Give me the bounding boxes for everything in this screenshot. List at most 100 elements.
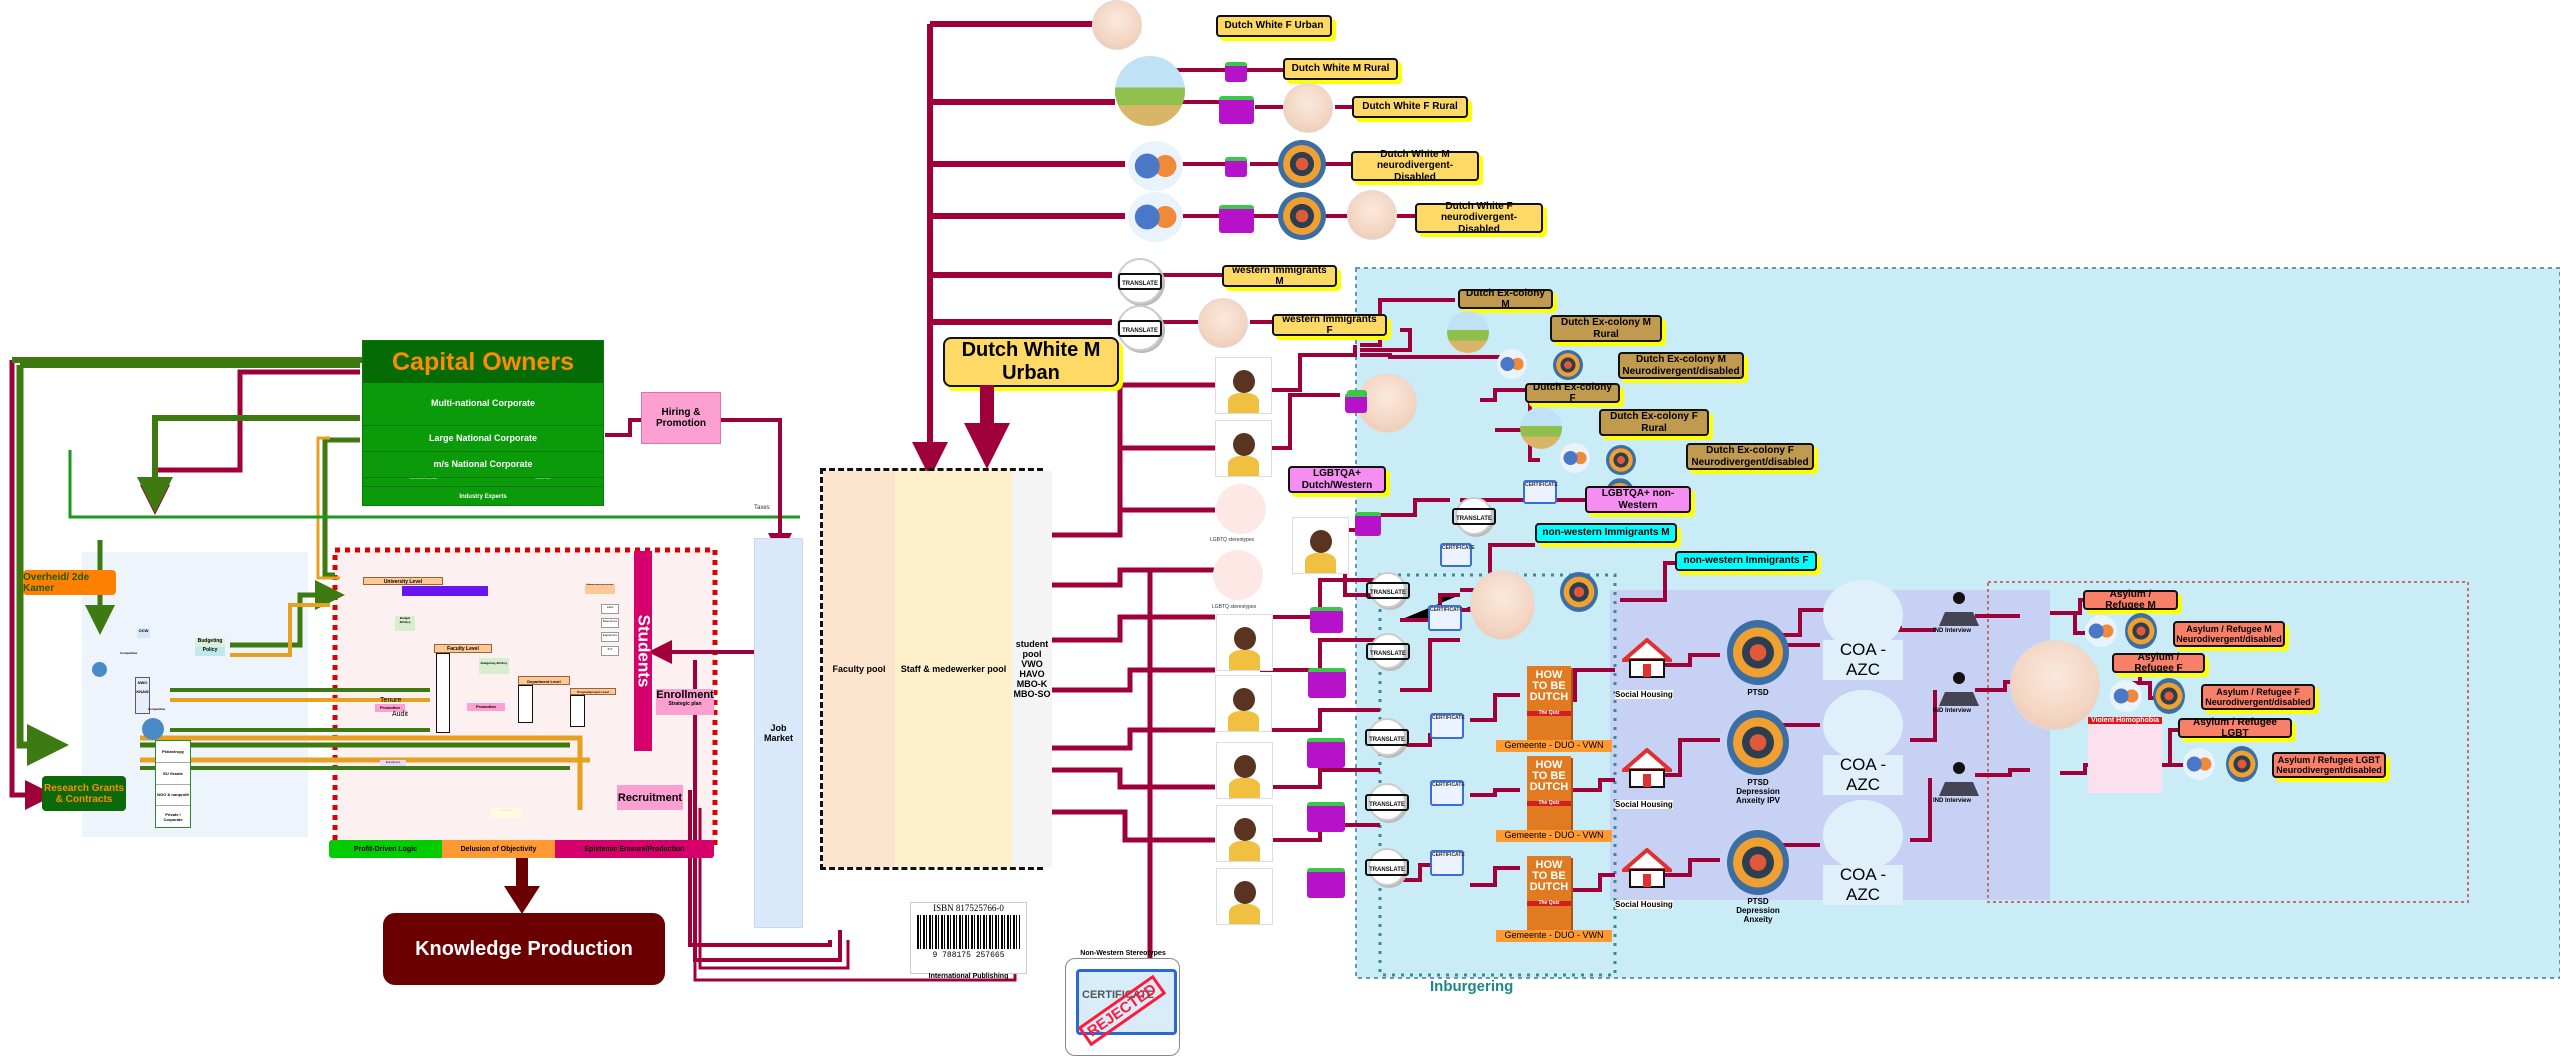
budgeting-box: Budgeting (195, 638, 225, 647)
capital-owners-row: Multi-national Corporate (363, 383, 603, 426)
racism-icon (1215, 420, 1272, 477)
ind-interview-label: IND Interview (1933, 798, 1972, 804)
ind-interview-icon (1939, 592, 1979, 626)
ptsd-icon (1727, 710, 1789, 775)
group-excolony-m-neurodivergent: Dutch Ex-colony M Neurodivergent/disable… (1618, 352, 1744, 379)
wallet-icon (1308, 668, 1346, 698)
staff-pool: Staff & medewerker pool (895, 471, 1012, 867)
level-havo: HAVO (1019, 669, 1045, 679)
funding-source-item: NGO & nonprofit (156, 785, 190, 807)
faculty-level-box: Faculty Level (434, 644, 492, 653)
lgbtq-couple-icon (1213, 550, 1263, 600)
group-asylum-m-neurodivergent: Asylum / Refugee M Neurodivergent/disabl… (2173, 621, 2285, 647)
racism-icon (1215, 675, 1272, 732)
rural-landscape-icon (1447, 311, 1489, 353)
taxes-label: Taxes (754, 505, 770, 511)
legend-profit-driven: Profit-Driven Logic (329, 840, 442, 858)
mental-health-icon (1553, 350, 1583, 380)
faculty-pool: Faculty pool (823, 471, 895, 867)
group-lgbtqa-dutch-western: LGBTQA+ Dutch/Western (1288, 466, 1386, 493)
service-item: Resources (601, 618, 619, 628)
violent-homophobia-box: Violent Homophobia (2088, 717, 2162, 793)
woman-working-icon (1347, 190, 1397, 240)
service-item: Labs (601, 604, 619, 614)
mental-health-icon (1560, 572, 1598, 612)
promotion-box: Promotion (375, 704, 405, 712)
group-asylum-lgbt-neurodivergent: Asylum / Refugee LGBT Neurodivergent/dis… (2272, 752, 2386, 778)
ind-interview-icon (1939, 762, 1979, 796)
funding-sources-box: Philantropy EU Grants NGO & nonprofit Pr… (155, 740, 191, 828)
group-western-immigrants-m: western Immigrants M (1222, 265, 1337, 287)
level-mbo-so: MBO-SO (1013, 689, 1051, 699)
recruitment-box: Recruitment (617, 785, 683, 810)
policy-box: Policy (195, 647, 225, 656)
csr-label: Corporate Social Responsibility (409, 478, 437, 480)
wallet-icon (1219, 205, 1254, 233)
group-dutch-white-m-urban: Dutch White M Urban (943, 337, 1119, 387)
bunk-bed-icon (1823, 690, 1903, 760)
translate-icon: TRANSLATE (1365, 783, 1409, 821)
racism-icon (1216, 805, 1273, 862)
ocw-box: OCW (137, 628, 150, 638)
ptsd-icon (1727, 620, 1789, 685)
wallet-icon (1307, 738, 1345, 768)
ptsd-label: PTSD (1747, 688, 1769, 697)
audit-label: Audit (392, 711, 408, 718)
group-non-western-immigrants-f: non-western Immigrants F (1675, 551, 1817, 571)
mental-health-icon (2226, 746, 2258, 782)
group-dutch-white-f-rural: Dutch White F Rural (1352, 96, 1468, 118)
certificate-icon: CERTIFICATE (1428, 605, 1463, 631)
neurodivergent-brain-icon (1128, 141, 1183, 191)
purple-box (402, 586, 488, 596)
house-icon (1622, 848, 1672, 888)
competitive-label: Competitive (120, 651, 138, 655)
lgbtq-stereotypes-caption: LGBTQ stereotypes (1210, 537, 1255, 543)
lgbtq-couple-icon (1216, 484, 1266, 534)
woman-working-icon (2010, 640, 2100, 730)
group-excolony-m: Dutch Ex-colony M (1458, 288, 1553, 310)
certificate-icon: CERTIFICATE (1430, 780, 1465, 806)
neurodivergent-brain-icon (1128, 192, 1183, 242)
proposals-box: Proposals (491, 808, 521, 818)
racism-icon (1216, 868, 1273, 925)
services-list: Labs Resources Equipment ICT (601, 604, 619, 694)
research-grants-box: Research Grants & Contracts (42, 776, 126, 811)
rural-landscape-icon (1520, 407, 1562, 449)
rejected-certificate: CERTIFICATE REJECTED (1065, 958, 1180, 1056)
capital-owners-row: m/s National Corporate (363, 452, 603, 478)
coa-azc-label: COA - AZC (1823, 755, 1903, 795)
group-excolony-f: Dutch Ex-colony F (1525, 382, 1620, 404)
budgeting-policy-box: Budgeting &Policy (479, 658, 509, 674)
mental-health-icon (1278, 192, 1326, 240)
service-item: Equipment (601, 632, 619, 642)
group-dutch-white-m-neurodivergent: Dutch White M neurodivergent-Disabled (1351, 149, 1479, 183)
program-list (570, 695, 585, 727)
mental-health-icon (1606, 445, 1636, 475)
student-pool-label: student pool (1015, 639, 1049, 659)
funding-source-item: Philantropy (156, 741, 190, 763)
certificate-icon: CERTIFICATE (1430, 713, 1465, 739)
mental-health-icon (2125, 613, 2157, 649)
pools-container: Faculty pool Staff & medewerker pool stu… (820, 468, 1052, 870)
inburgering-label: Inburgering (1430, 978, 1514, 995)
certificate-label: CERTIFICATE (1082, 989, 1154, 1001)
translate-icon: TRANSLATE (1365, 718, 1409, 756)
students-label: Students (634, 614, 654, 688)
wallet-icon (1225, 157, 1247, 177)
strategic-plan-label: Strategic plan (668, 701, 702, 707)
ind-interview-icon (1939, 672, 1979, 706)
wallet-icon (1225, 62, 1247, 82)
hiring-promotion-box: Hiring & Promotion (641, 392, 721, 444)
barcode-bars (917, 915, 1020, 949)
funding-source-item: EU Grants (156, 763, 190, 785)
enrollment-label: Enrollment (656, 689, 714, 701)
competitive-label: Competitive (148, 707, 166, 711)
students-bar: Students (634, 551, 654, 751)
coa-azc-label: COA - AZC (1823, 640, 1903, 680)
group-asylum-lgbt: Asylum / Refugee LGBT (2178, 717, 2292, 739)
rural-landscape-icon (1115, 56, 1185, 126)
knowledge-production-box: Knowledge Production (383, 913, 665, 985)
social-housing-label: Social Housing (1615, 800, 1673, 809)
ind-interview-label: IND Interview (1933, 628, 1972, 634)
